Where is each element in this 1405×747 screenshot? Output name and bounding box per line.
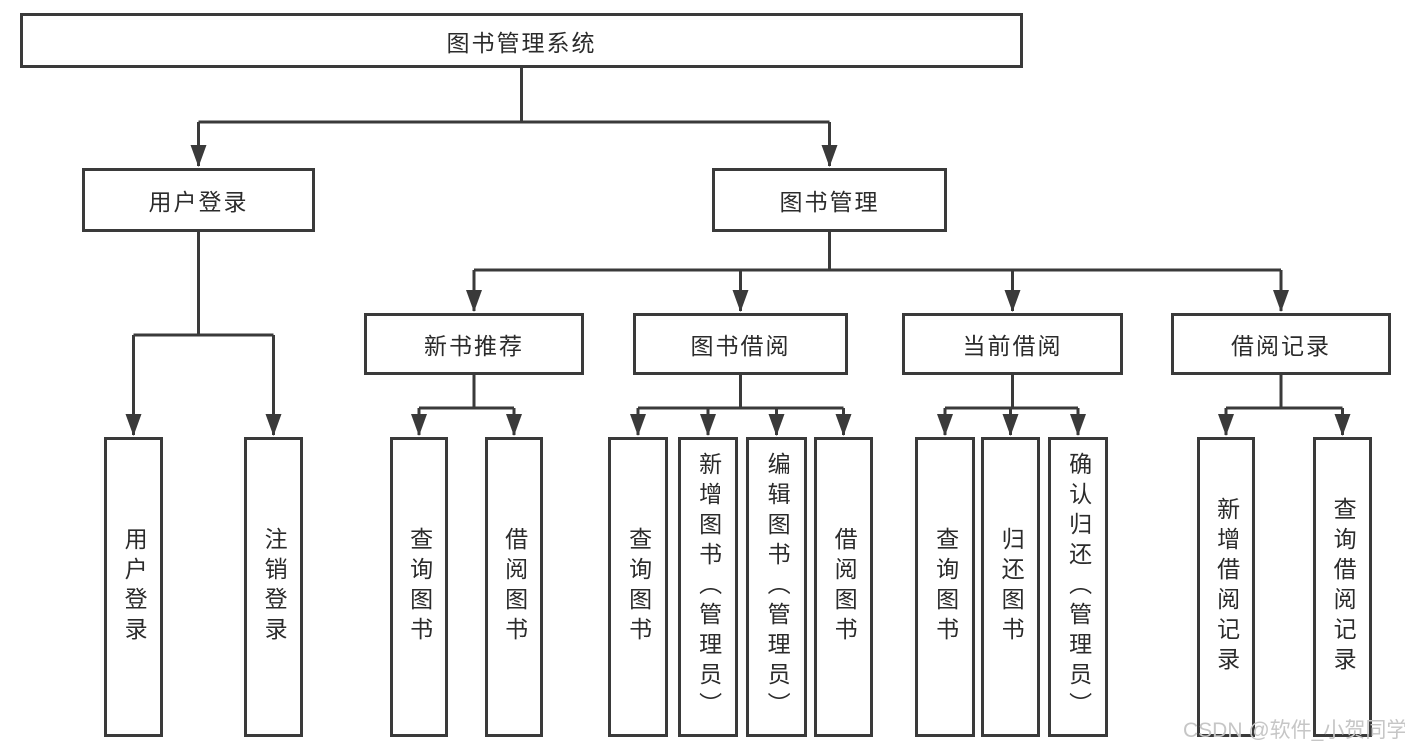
leaf-return-book-label: 归还图书 [998, 527, 1025, 647]
leaf-user-login-label: 用户登录 [121, 527, 148, 647]
node-borrow-records: 借阅记录 [1171, 313, 1391, 375]
leaf-borrow-book-recommend: 借阅图书 [485, 437, 543, 737]
leaf-logout: 注销登录 [244, 437, 303, 737]
leaf-add-book-admin: 新增图书（管理员） [678, 437, 738, 737]
leaf-query-book-current: 查询图书 [915, 437, 975, 737]
node-new-book-recommend: 新书推荐 [364, 313, 584, 375]
leaf-user-login: 用户登录 [104, 437, 163, 737]
node-book-borrow: 图书借阅 [633, 313, 848, 375]
leaf-confirm-return-admin-label: 确认归还（管理员） [1065, 452, 1092, 722]
leaf-query-borrow-record: 查询借阅记录 [1313, 437, 1372, 737]
leaf-query-book-recommend-label: 查询图书 [406, 527, 433, 647]
leaf-add-borrow-record-label: 新增借阅记录 [1213, 497, 1240, 677]
node-book-management: 图书管理 [712, 168, 947, 232]
leaf-confirm-return-admin: 确认归还（管理员） [1048, 437, 1108, 737]
leaf-borrow-book-label: 借阅图书 [831, 527, 858, 647]
leaf-edit-book-admin: 编辑图书（管理员） [746, 437, 807, 737]
leaf-query-borrow-record-label: 查询借阅记录 [1330, 497, 1357, 677]
leaf-query-book-borrow: 查询图书 [608, 437, 668, 737]
csdn-watermark: CSDN @软件_小贺同学 [1183, 719, 1405, 742]
leaf-return-book: 归还图书 [981, 437, 1040, 737]
leaf-query-book-current-label: 查询图书 [932, 527, 959, 647]
leaf-borrow-book: 借阅图书 [814, 437, 873, 737]
leaf-query-book-borrow-label: 查询图书 [625, 527, 652, 647]
leaf-borrow-book-recommend-label: 借阅图书 [501, 527, 528, 647]
node-current-borrow: 当前借阅 [902, 313, 1123, 375]
leaf-query-book-recommend: 查询图书 [390, 437, 448, 737]
node-library-management-system: 图书管理系统 [20, 13, 1023, 68]
leaf-edit-book-admin-label: 编辑图书（管理员） [764, 452, 791, 722]
leaf-logout-label: 注销登录 [261, 527, 288, 647]
leaf-add-book-admin-label: 新增图书（管理员） [695, 452, 722, 722]
leaf-add-borrow-record: 新增借阅记录 [1197, 437, 1255, 737]
node-user-login: 用户登录 [82, 168, 315, 232]
